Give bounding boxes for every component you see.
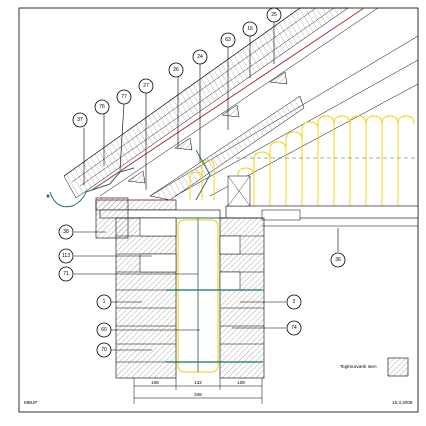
cavity-insulation [176, 217, 226, 373]
brick-header [139, 253, 177, 273]
svg-text:38: 38 [63, 229, 69, 235]
svg-text:25: 25 [271, 12, 277, 18]
callout-36: 36 [330, 252, 346, 268]
batten [221, 104, 240, 118]
callout-24: 24 [192, 49, 208, 65]
callout-60: 60 [96, 322, 112, 338]
callout-113: 113 [58, 248, 74, 264]
callout-16: 16 [242, 21, 258, 37]
brick-header [139, 217, 177, 237]
callout-71: 71 [58, 266, 74, 282]
svg-text:37: 37 [77, 117, 83, 123]
callout-2: 2 [286, 294, 302, 310]
callout-25: 25 [266, 7, 282, 23]
ceiling-insulation [189, 115, 418, 206]
callout-76: 76 [94, 99, 110, 115]
callout-37: 37 [72, 112, 88, 128]
inner-brick-wall [166, 217, 265, 379]
callouts: 37 76 77 27 26 24 63 16 25 38 113 71 1 6… [58, 7, 346, 358]
dimension-label: 108 [237, 380, 245, 385]
batten [269, 71, 288, 85]
callout-77: 77 [116, 89, 132, 105]
callout-27: 27 [138, 78, 154, 94]
svg-text:63: 63 [225, 37, 231, 43]
svg-text:36: 36 [335, 257, 341, 263]
brick-header [219, 235, 241, 255]
dimension-lines: 108 132 108 348 [133, 378, 263, 404]
ceiling-joist [225, 205, 419, 219]
legend: Teglmurværk sten [340, 357, 409, 377]
legend-swatch [387, 357, 409, 377]
ceiling-board [261, 209, 301, 221]
top-plate-cross [227, 175, 251, 207]
svg-text:74: 74 [291, 325, 297, 331]
dimension-label: 348 [194, 392, 202, 397]
roof-line [63, 7, 301, 177]
outer-brick-wall [115, 217, 177, 379]
roof-line [99, 7, 379, 197]
rafter [149, 95, 305, 201]
leader-line [119, 103, 125, 171]
svg-text:76: 76 [99, 104, 105, 110]
windproof-membrane [195, 149, 211, 201]
batten [174, 137, 193, 151]
insulation-batt [237, 115, 415, 206]
svg-text:70: 70 [101, 347, 107, 353]
roof-assembly [63, 7, 419, 201]
svg-text:26: 26 [173, 67, 179, 73]
eave-insulation [189, 159, 215, 200]
svg-text:16: 16 [247, 26, 253, 32]
svg-text:77: 77 [121, 94, 127, 100]
svg-text:24: 24 [197, 54, 203, 60]
roof-line [174, 59, 419, 197]
svg-text:60: 60 [101, 327, 107, 333]
roof-line [71, 7, 317, 183]
project-code: MBUP [24, 400, 37, 405]
batten [127, 170, 146, 184]
roof-line [79, 7, 335, 187]
gutter-end [46, 194, 50, 198]
brick-leaf [115, 217, 177, 379]
gutter [49, 191, 87, 208]
callout-63: 63 [220, 32, 236, 48]
ceiling [225, 175, 419, 227]
callout-74: 74 [286, 320, 302, 336]
brick-header [219, 271, 241, 291]
gutter-bracket [85, 167, 135, 193]
leader-lines [74, 22, 339, 351]
svg-text:71: 71 [63, 271, 69, 277]
dimension-label: 108 [151, 380, 159, 385]
callout-38: 38 [58, 224, 74, 240]
callout-26: 26 [168, 62, 184, 78]
callout-1: 1 [96, 294, 112, 310]
drawing-date: 15.3.2008 [392, 400, 413, 405]
callout-70: 70 [96, 342, 112, 358]
svg-text:1: 1 [103, 299, 106, 305]
dimension-label: 132 [194, 380, 202, 385]
svg-text:27: 27 [143, 83, 149, 89]
svg-text:113: 113 [62, 253, 70, 259]
legend-label: Teglmurværk sten [340, 364, 377, 369]
svg-text:2: 2 [293, 299, 296, 305]
